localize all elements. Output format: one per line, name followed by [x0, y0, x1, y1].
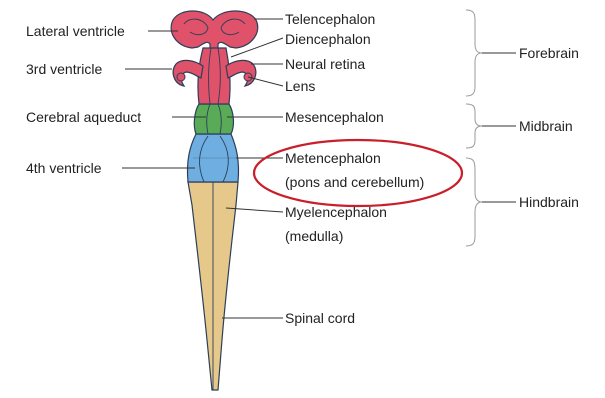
region-leader-lines: [482, 53, 516, 202]
region-forebrain: Forebrain: [519, 45, 579, 61]
label-mesencephalon: Mesencephalon: [285, 109, 384, 125]
midbrain-shape: [194, 104, 233, 134]
label-lateral-ventricle: Lateral ventricle: [26, 23, 125, 39]
midbrain-brace: [466, 104, 482, 148]
label-metencephalon-detail: (pons and cerebellum): [285, 174, 424, 190]
label-third-ventricle: 3rd ventricle: [26, 61, 102, 77]
region-braces: [466, 10, 482, 246]
label-neural-retina: Neural retina: [285, 56, 365, 72]
forebrain-brace: [466, 10, 482, 96]
hindbrain-brace: [466, 158, 482, 246]
label-fourth-ventricle: 4th ventricle: [26, 160, 102, 176]
diencephalon-shape: [198, 48, 230, 104]
label-lens: Lens: [285, 78, 315, 94]
label-myelencephalon-detail: (medulla): [285, 228, 343, 244]
label-spinal-cord: Spinal cord: [285, 310, 355, 326]
label-telencephalon: Telencephalon: [285, 11, 375, 27]
region-hindbrain: Hindbrain: [519, 194, 579, 210]
region-midbrain: Midbrain: [519, 118, 573, 134]
label-cerebral-aqueduct: Cerebral aqueduct: [26, 109, 141, 125]
telencephalon-shape: [171, 11, 258, 50]
left-lens: [177, 73, 185, 81]
label-diencephalon: Diencephalon: [285, 31, 371, 47]
label-metencephalon: Metencephalon: [285, 150, 381, 166]
